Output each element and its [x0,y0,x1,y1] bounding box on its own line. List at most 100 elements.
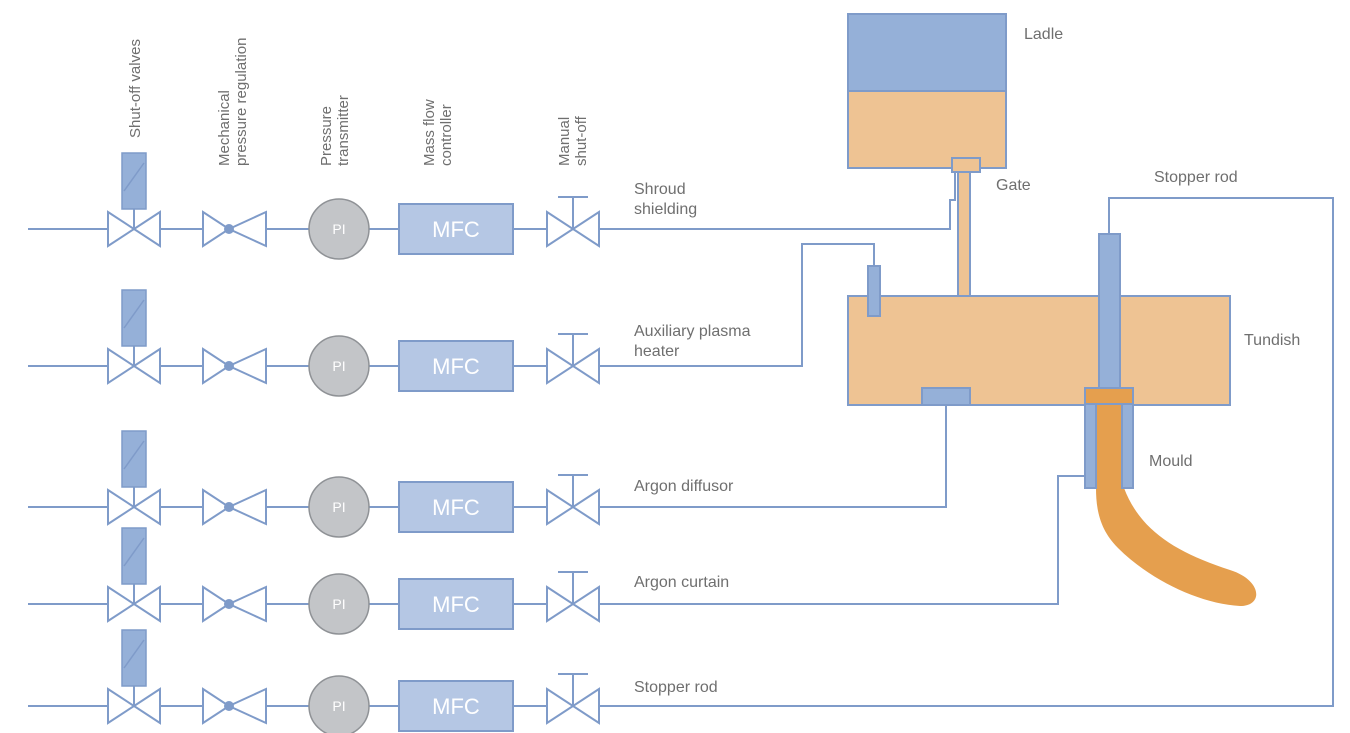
ladle-nozzle [957,171,971,297]
pipe-argon-diffusor [600,404,947,508]
heater-lance [867,265,881,317]
pipe-heater-to-tundish [600,243,875,367]
manual-shutoff-valve-icon[interactable] [546,474,600,526]
valve-half [546,585,575,623]
pi-circle [308,675,370,733]
shutoff-valve-icon[interactable] [107,629,161,725]
pressure-regulator-icon[interactable] [202,210,267,248]
gate-block [951,157,981,173]
pressure-regulator-icon[interactable] [202,347,267,385]
valve-half [571,210,600,248]
valve-half [226,210,267,248]
mass-flow-controller-box[interactable]: MFC [398,340,514,392]
shutoff-valve-icon[interactable] [107,430,161,526]
pressure-transmitter-icon[interactable]: PI [308,198,370,260]
mfc-label: MFC [432,354,480,379]
actuator-box [121,629,147,687]
valve-half [226,488,267,526]
actuator-box [121,152,147,210]
gas-line-5: PI MFC Stopper rod [28,629,718,733]
mass-flow-controller-box[interactable]: MFC [398,578,514,630]
regulator-dot [224,224,234,234]
valve-half [132,488,161,526]
molten-stream [1096,402,1257,606]
valve-half [132,210,161,248]
mfc-label: MFC [432,592,480,617]
gas-line-label: Stopper rod [634,679,718,696]
actuator-slash [123,440,145,470]
pi-label: PI [332,596,345,612]
ladle-label: Ladle [1024,26,1063,43]
valve-half [132,687,161,725]
mass-flow-controller-box[interactable]: MFC [398,481,514,533]
valve-half [202,585,231,623]
regulator-dot [224,361,234,371]
valve-half [571,585,600,623]
pressure-transmitter-icon[interactable]: PI [308,335,370,397]
mass-flow-controller-box[interactable]: MFC [398,680,514,732]
pi-label: PI [332,358,345,374]
actuator-slash [123,162,145,192]
manual-shutoff-valve-icon[interactable] [546,333,600,385]
actuator-slash [123,299,145,329]
tundish-label: Tundish [1244,332,1300,349]
actuator-box [121,289,147,347]
mass-flow-controller-box[interactable]: MFC [398,203,514,255]
pi-circle [308,335,370,397]
valve-half [546,488,575,526]
mould-wall-left [1084,397,1097,489]
valve-half [202,347,231,385]
manual-shutoff-valve-icon[interactable] [546,571,600,623]
valve-half [202,488,231,526]
valve-half [107,488,136,526]
pi-circle [308,573,370,635]
pipe-shroud-to-gate [600,172,956,230]
manual-shutoff-valve-icon[interactable] [546,673,600,725]
gas-line-3: PI MFC Argon diffusor [28,430,734,538]
gas-line-label: Argon diffusor [634,478,734,495]
valve-half [202,210,231,248]
mfc-rect [398,680,514,732]
pipe-stopper-rod [600,197,1334,707]
valve-half [226,347,267,385]
header-mass-flow-controller: Mass flow controller [421,95,455,166]
ladle-molten [847,90,1007,169]
stopper-rod-label: Stopper rod [1154,169,1238,186]
mfc-label: MFC [432,495,480,520]
header-shutoff-valves: Shut-off valves [127,39,144,138]
tundish: Tundish [847,265,1300,406]
pressure-regulator-icon[interactable] [202,585,267,623]
shutoff-valve-icon[interactable] [107,527,161,623]
regulator-dot [224,502,234,512]
stopper-rod-body [1098,233,1121,389]
column-headers: Shut-off valves Mechanical pressure regu… [127,38,590,166]
shutoff-valve-icon[interactable] [107,152,161,248]
gate-label: Gate [996,177,1031,194]
shutoff-valve-icon[interactable] [107,289,161,385]
header-pressure-transmitter: Pressure transmitter [318,95,352,166]
actuator-box [121,430,147,488]
mould: Mould [1084,233,1257,606]
pressure-regulator-icon[interactable] [202,488,267,526]
regulator-dot [224,599,234,609]
header-mechanical-pressure-regulation: Mechanical pressure regulation [216,38,250,166]
pressure-transmitter-icon[interactable]: PI [308,476,370,538]
mfc-rect [398,340,514,392]
pressure-regulator-icon[interactable] [202,687,267,725]
manual-shutoff-valve-icon[interactable] [546,196,600,248]
pressure-transmitter-icon[interactable]: PI [308,675,370,733]
pressure-transmitter-icon[interactable]: PI [308,573,370,635]
valve-half [226,687,267,725]
valve-half [571,347,600,385]
mould-wall-right [1121,397,1134,489]
actuator-box [121,527,147,585]
valve-half [226,585,267,623]
tundish-body [847,295,1231,406]
mould-top [1084,387,1134,405]
valve-half [107,585,136,623]
